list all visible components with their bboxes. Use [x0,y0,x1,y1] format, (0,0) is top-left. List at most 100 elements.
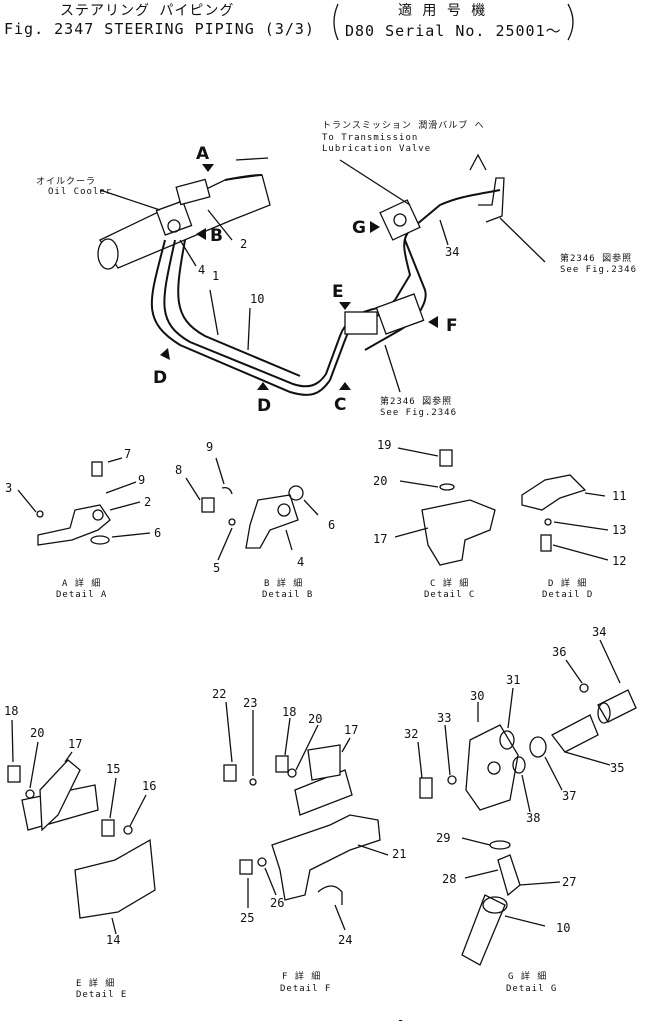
detail-e-part-15: 15 [106,762,121,776]
detail-a-part-6: 6 [154,526,162,540]
view-label-f: F [446,316,458,336]
clamp-bracket-e [344,293,425,335]
detail-c-part-17: 17 [373,532,388,546]
detail-f-art [223,701,389,931]
arrow-d2 [257,382,269,390]
arrow-d1 [160,348,170,360]
detail-a-caption: Detail A [56,590,108,600]
detail-g-part-36: 36 [552,645,567,659]
detail-g-part-27: 27 [562,875,577,889]
arrow-a [202,164,214,172]
detail-a-part-3: 3 [5,481,13,495]
arrow-f [428,316,438,328]
detail-b-part-6: 6 [328,518,336,532]
detail-g-part-10: 10 [556,921,571,935]
detail-b-part-8: 8 [175,463,183,477]
part-number-1: 1 [212,269,220,283]
see-fig-label-1: See Fig.2346 [560,265,638,275]
detail-e-part-20: 20 [30,726,45,740]
part-number-34: 34 [445,245,460,259]
applicability-japanese: 適 用 号 機 [398,3,487,19]
detail-d-part-12: 12 [612,554,627,568]
part-number-10: 10 [250,292,265,306]
detail-a-caption-jp: A 詳 細 [62,579,102,589]
detail-a-part-2: 2 [144,495,152,509]
figure-title: Fig. 2347 STEERING PIPING (3/3) [4,20,315,38]
detail-e-part-18: 18 [4,704,19,718]
detail-f-part-25: 25 [240,911,255,925]
detail-b-art [185,457,319,561]
detail-b-caption-jp: B 詳 細 [264,579,304,589]
detail-c-caption-jp: C 詳 細 [430,579,470,589]
see-fig-label-jp-1: 第2346 図参照 [560,254,633,264]
view-label-d2: D [257,396,272,416]
detail-g-part-32: 32 [404,727,419,741]
fitting-g [379,199,421,241]
bracket-right [469,153,505,223]
detail-f-caption-jp: F 詳 細 [282,972,322,982]
detail-d-caption: Detail D [542,590,594,600]
view-label-a: A [196,144,210,164]
detail-b-caption: Detail B [262,590,314,600]
transmission-label-1: To Transmission [322,133,419,143]
detail-c-caption: Detail C [424,590,476,600]
detail-c-part-20: 20 [373,474,388,488]
detail-g-part-31: 31 [506,673,521,687]
part-number-4: 4 [198,263,206,277]
arrow-e [339,302,351,310]
detail-f-caption: Detail F [280,984,332,994]
view-label-d1: D [153,368,168,388]
applicability-serial: D80 Serial No. 25001～ [345,22,562,40]
detail-a-art [17,457,151,546]
detail-f-part-21: 21 [392,847,407,861]
detail-e-part-14: 14 [106,933,121,947]
part-number-2: 2 [240,237,248,251]
detail-f-part-24: 24 [338,933,353,947]
detail-g-part-28: 28 [442,872,457,886]
detail-d-part-11: 11 [612,489,627,503]
detail-f-part-23: 23 [243,696,258,710]
arrow-b [196,228,206,240]
detail-c-art [394,447,496,566]
detail-g-part-38: 38 [526,811,541,825]
detail-e-art [7,719,156,935]
detail-f-part-20: 20 [308,712,323,726]
detail-g-part-29: 29 [436,831,451,845]
detail-a-part-9: 9 [138,473,146,487]
transmission-label-2: Lubrication Valve [322,144,432,154]
detail-f-part-17: 17 [344,723,359,737]
detail-g-art [417,639,637,966]
detail-e-caption: Detail E [76,990,128,1000]
detail-g-part-34: 34 [592,625,607,639]
detail-b-part-4: 4 [297,555,305,569]
detail-c-part-19: 19 [377,438,392,452]
transmission-label-jp: トランスミッション 潤滑バルブ へ [322,121,485,131]
detail-g-caption-jp: G 詳 細 [508,972,548,982]
view-label-c: C [334,395,347,415]
view-label-b: B [210,226,223,246]
detail-g-part-37: 37 [562,789,577,803]
detail-b-part-9: 9 [206,440,214,454]
detail-f-part-22: 22 [212,687,227,701]
detail-e-part-16: 16 [142,779,157,793]
detail-e-part-17: 17 [68,737,83,751]
detail-d-caption-jp: D 詳 細 [548,579,588,589]
oil-cooler-label-jp: オイルクーラ [36,177,97,187]
arrow-g [370,221,380,233]
detail-f-part-26: 26 [270,896,285,910]
view-label-g: G [352,218,366,238]
detail-e-caption-jp: E 詳 細 [76,979,116,989]
title-japanese: ステアリング パイピング [60,3,235,19]
oil-cooler-label: Oil Cooler [48,187,113,197]
detail-b-part-5: 5 [213,561,221,575]
detail-d-part-13: 13 [612,523,627,537]
see-fig-label-jp-2: 第2346 図参照 [380,397,453,407]
detail-d-art [521,474,609,561]
detail-g-part-35: 35 [610,761,625,775]
arrow-c [339,382,351,390]
view-label-e: E [332,282,344,302]
detail-f-part-18: 18 [282,705,297,719]
detail-g-part-30: 30 [470,689,485,703]
